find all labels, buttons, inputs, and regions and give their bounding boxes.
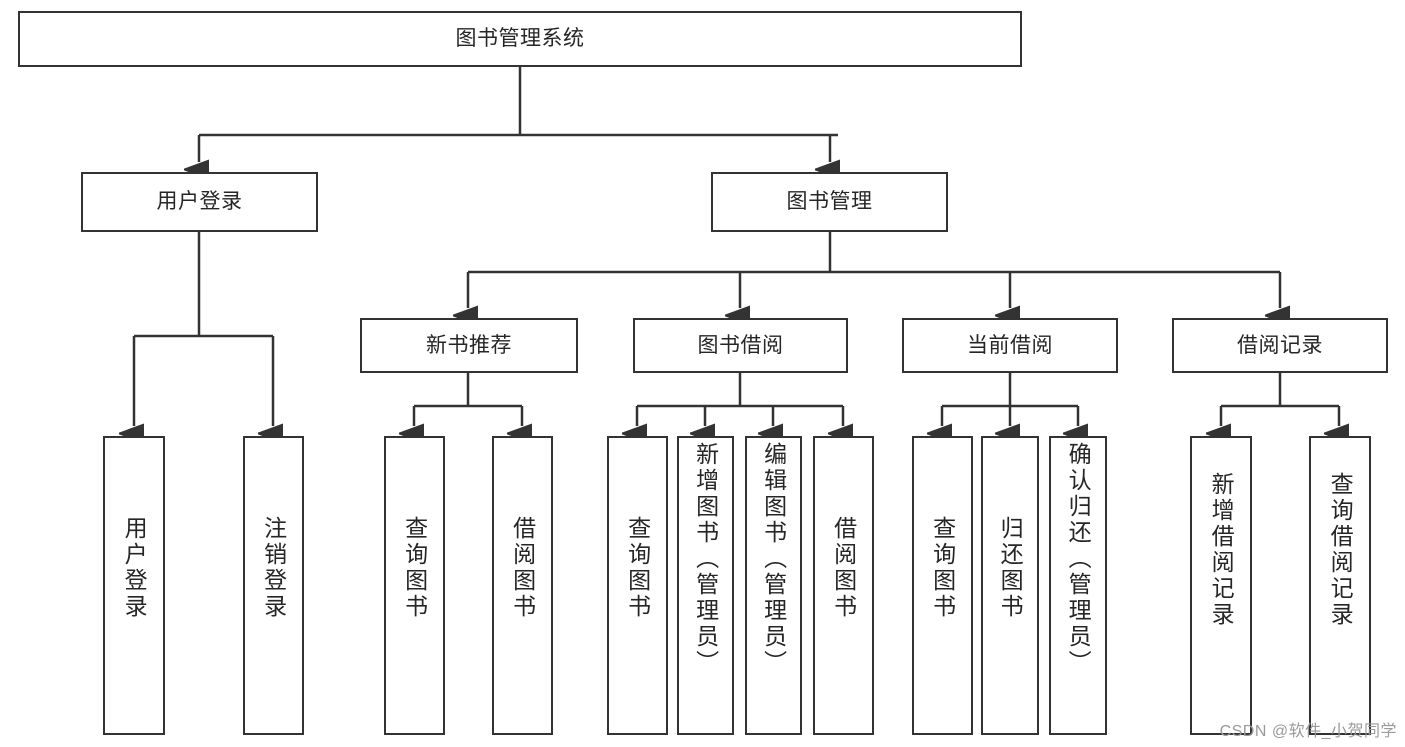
node-leaf-add-record[interactable]: 新增借阅记录 [1190, 436, 1252, 735]
node-leaf-confirm-return[interactable]: 确认归还（管理员） [1049, 436, 1107, 735]
node-leaf-query-book-1-label: 查询图书 [401, 516, 428, 620]
edge-bookmanage-to-level2 [468, 232, 1280, 308]
node-leaf-user-login[interactable]: 用户登录 [103, 436, 165, 735]
node-new-book-rec[interactable]: 新书推荐 [360, 318, 578, 373]
node-root[interactable]: 图书管理系统 [18, 11, 1022, 67]
node-leaf-query-book-1[interactable]: 查询图书 [384, 436, 445, 735]
edge-newbookrec-to-leaves [414, 373, 522, 426]
node-current-borrow-label: 当前借阅 [967, 333, 1053, 357]
node-leaf-edit-book-label: 编辑图书（管理员） [760, 442, 787, 676]
node-borrow-record-label: 借阅记录 [1237, 333, 1323, 357]
node-leaf-confirm-return-label: 确认归还（管理员） [1065, 442, 1092, 676]
node-leaf-borrow-book-2[interactable]: 借阅图书 [813, 436, 874, 735]
node-leaf-borrow-book-2-label: 借阅图书 [830, 516, 857, 620]
node-borrow-record[interactable]: 借阅记录 [1172, 318, 1388, 373]
node-book-borrow-label: 图书借阅 [697, 333, 784, 357]
node-root-label: 图书管理系统 [455, 27, 585, 51]
edge-bookborrow-to-leaves [637, 373, 843, 426]
node-current-borrow[interactable]: 当前借阅 [902, 318, 1118, 373]
node-new-book-rec-label: 新书推荐 [426, 333, 512, 357]
node-leaf-user-login-label: 用户登录 [121, 516, 148, 620]
node-book-manage-label: 图书管理 [786, 190, 873, 214]
node-user-login[interactable]: 用户登录 [81, 172, 318, 232]
node-book-manage[interactable]: 图书管理 [711, 172, 948, 232]
node-user-login-label: 用户登录 [156, 190, 243, 214]
edge-userlogin-to-leaves [134, 232, 273, 426]
node-leaf-add-book-label: 新增图书（管理员） [692, 442, 719, 676]
node-leaf-add-record-label: 新增借阅记录 [1208, 472, 1235, 628]
node-leaf-borrow-book-1[interactable]: 借阅图书 [492, 436, 553, 735]
node-leaf-logout[interactable]: 注销登录 [243, 436, 304, 735]
node-leaf-borrow-book-1-label: 借阅图书 [509, 516, 536, 620]
node-leaf-logout-label: 注销登录 [260, 516, 287, 620]
edge-root-to-level1 [199, 67, 838, 162]
node-leaf-return-book[interactable]: 归还图书 [981, 436, 1039, 735]
node-leaf-query-record-label: 查询借阅记录 [1327, 472, 1354, 628]
node-leaf-query-record[interactable]: 查询借阅记录 [1309, 436, 1371, 735]
node-leaf-query-book-3-label: 查询图书 [929, 516, 956, 620]
edge-borrowrecord-to-leaves [1221, 373, 1339, 426]
edge-currentborrow-to-leaves [942, 373, 1078, 426]
node-leaf-return-book-label: 归还图书 [997, 516, 1024, 620]
csdn-watermark: CSDN @软件_小贺同学 [1219, 723, 1397, 740]
node-leaf-query-book-3[interactable]: 查询图书 [912, 436, 973, 735]
node-leaf-add-book[interactable]: 新增图书（管理员） [677, 436, 734, 735]
node-leaf-query-book-2-label: 查询图书 [624, 516, 651, 620]
node-leaf-edit-book[interactable]: 编辑图书（管理员） [745, 436, 802, 735]
node-book-borrow[interactable]: 图书借阅 [633, 318, 848, 373]
node-leaf-query-book-2[interactable]: 查询图书 [607, 436, 668, 735]
